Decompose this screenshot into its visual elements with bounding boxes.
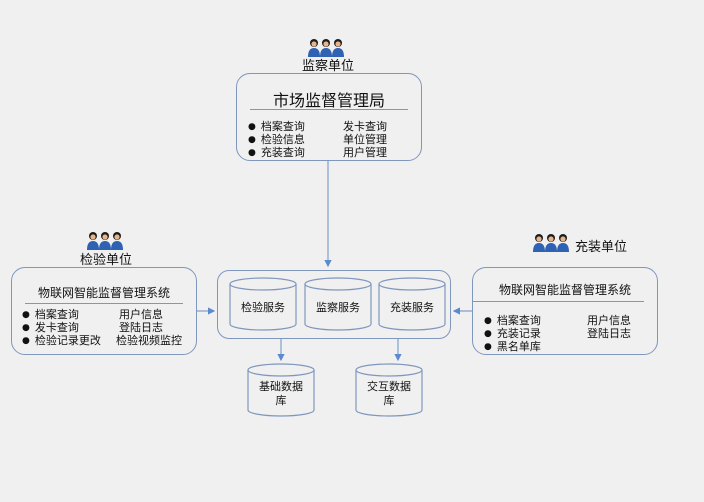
database-interaction: 交互数据 库 [355,363,423,418]
filling-item: 充装记录 [484,327,541,342]
inspection-item: 检验视频监控 [116,334,182,347]
people-icon [533,233,569,257]
filling-title: 物联网智能监督管理系统 [498,283,631,297]
people-icon [308,38,344,62]
database-basic: 基础数据 库 [247,363,315,418]
inspection-item: 档案查询 [22,308,79,323]
filling-item: 黑名单库 [484,340,541,355]
supervision-item: 用户管理 [343,146,387,159]
supervision-divider [250,109,408,110]
service-cylinder-inspection: 检验服务 [229,277,297,332]
service-label: 充装服务 [390,301,434,314]
inspection-item: 登陆日志 [119,321,163,334]
inspection-item: 发卡查询 [22,321,79,336]
service-cylinder-filling: 充装服务 [378,277,446,332]
supervision-box: 市场监督管理局 档案查询 检验信息 充装查询 发卡查询 单位管理 用户管理 [236,73,422,161]
inspection-box: 物联网智能监督管理系统 档案查询 发卡查询 检验记录更改 用户信息 登陆日志 检… [11,267,197,355]
supervision-item: 充装查询 [248,146,305,161]
supervision-item: 档案查询 [248,120,305,135]
supervision-item: 单位管理 [343,133,387,146]
filling-item: 档案查询 [484,314,541,329]
service-cylinder-supervision: 监察服务 [304,277,372,332]
filling-unit-label: 充装单位 [575,240,628,255]
database-label-line2: 库 [383,394,395,407]
inspection-item: 检验记录更改 [22,334,101,349]
database-label-line2: 库 [275,394,287,407]
supervision-item: 检验信息 [248,133,305,148]
database-label-line1: 基础数据 [259,380,303,393]
database-label-line1: 交互数据 [367,380,411,393]
service-label: 监察服务 [316,301,360,314]
inspection-unit-label: 检验单位 [80,253,133,268]
inspection-title: 物联网智能监督管理系统 [37,286,170,300]
people-icon [87,231,123,255]
filling-item: 用户信息 [587,314,631,327]
filling-divider [473,301,644,302]
inspection-item: 用户信息 [119,308,163,321]
filling-box: 物联网智能监督管理系统 档案查询 充装记录 黑名单库 用户信息 登陆日志 [472,267,658,355]
supervision-item: 发卡查询 [343,120,387,133]
supervision-unit-label: 监察单位 [302,59,355,74]
filling-item: 登陆日志 [587,327,631,340]
supervision-title: 市场监督管理局 [272,91,385,110]
inspection-divider [25,303,183,304]
service-label: 检验服务 [241,301,285,314]
